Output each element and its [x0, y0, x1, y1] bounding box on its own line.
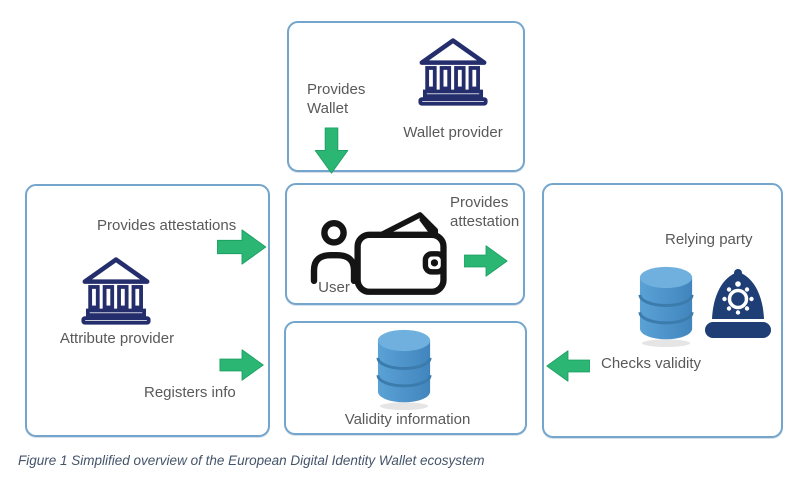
validity-information-label: Validity information	[344, 411, 471, 428]
wallet-provider-label: Wallet provider	[403, 124, 503, 141]
registers-info-arrow-right-icon	[219, 349, 264, 381]
attribute-provider-box: Provides attestations Attribute provider…	[25, 184, 270, 437]
relying-party-label: Relying party	[665, 231, 753, 248]
bank-icon	[81, 257, 151, 325]
provides-wallet-label: Provides Wallet	[307, 81, 366, 117]
user-label: User	[318, 279, 350, 296]
provides-wallet-arrow-down-icon	[314, 127, 349, 174]
database-icon	[376, 329, 432, 411]
provides-attestations-arrow-right-icon	[217, 229, 267, 265]
bank-icon	[418, 38, 488, 106]
database-icon	[638, 266, 694, 348]
registers-info-label: Registers info	[144, 384, 236, 401]
provides-attestation-label: Provides attestation	[450, 194, 520, 230]
figure-caption: Figure 1 Simplified overview of the Euro…	[18, 453, 485, 468]
checks-validity-arrow-left-icon	[546, 350, 590, 382]
checks-validity-label: Checks validity	[601, 355, 702, 372]
wallet-icon	[354, 212, 447, 295]
police-helmet-icon	[705, 269, 771, 338]
validity-information-box: Validity information	[284, 321, 527, 435]
attribute-provider-label: Attribute provider	[59, 330, 175, 347]
provides-attestation-arrow-right-icon	[464, 245, 508, 277]
relying-party-box: Relying party	[542, 183, 783, 438]
provides-attestations-label: Provides attestations	[97, 217, 237, 234]
person-icon	[310, 220, 358, 284]
user-box: User Provides attestation	[285, 183, 525, 305]
